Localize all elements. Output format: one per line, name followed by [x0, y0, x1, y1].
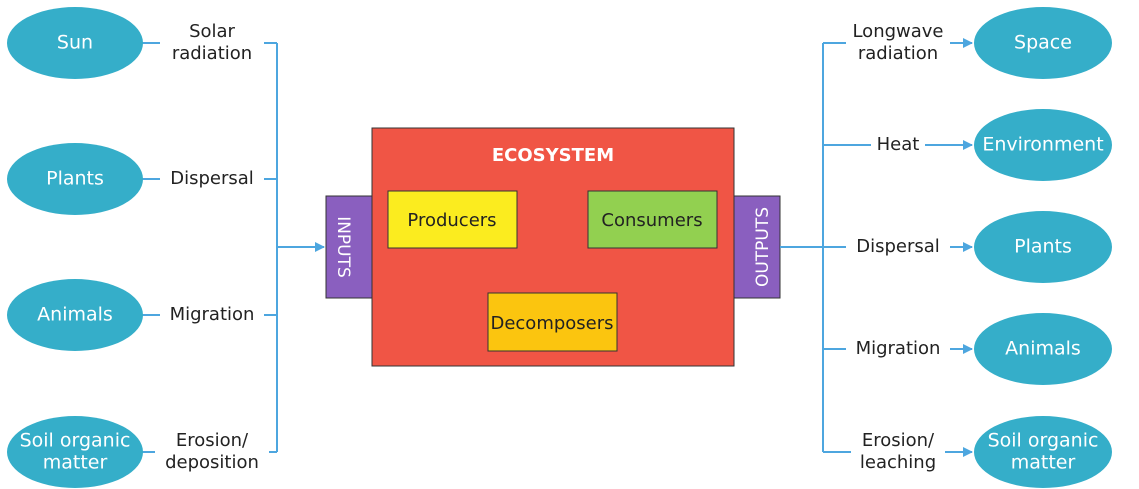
output-node-label: Plants: [1014, 236, 1072, 258]
input-node: [7, 143, 143, 215]
ecosystem-title: ECOSYSTEM: [492, 145, 614, 166]
output-node: [974, 416, 1112, 488]
decomposers-label: Decomposers: [490, 313, 613, 334]
output-flow-label: Erosion/leaching: [860, 430, 936, 473]
outputs-tab: [733, 195, 781, 299]
decomposers-box: [487, 292, 618, 352]
output-node: [974, 7, 1112, 79]
input-label-bg: [160, 19, 264, 67]
output-node-label: Environment: [982, 134, 1103, 156]
output-flow-label: Migration: [856, 338, 941, 359]
output-node: [974, 109, 1112, 181]
input-node-label: Animals: [37, 304, 113, 326]
input-node: [7, 416, 143, 488]
producers-label: Producers: [407, 210, 496, 231]
outputs-tab-label: OUTPUTS: [753, 207, 773, 287]
inputs-tab-label: INPUTS: [333, 216, 353, 278]
output-label-bg: [846, 336, 950, 362]
inputs-tab: [325, 195, 373, 299]
output-label-bg: [871, 132, 925, 158]
input-item: Migration Animals: [7, 279, 277, 351]
input-node: [7, 279, 143, 351]
producers-box: [387, 190, 518, 249]
output-node: [974, 313, 1112, 385]
input-flow-label: Erosion/deposition: [165, 430, 259, 473]
input-flow-label: Dispersal: [170, 168, 254, 189]
output-item: Heat Environment: [823, 109, 1112, 181]
input-label-bg: [160, 166, 264, 192]
output-flow-label: Dispersal: [856, 236, 940, 257]
output-item: Dispersal Plants: [823, 211, 1112, 283]
input-node: [7, 7, 143, 79]
output-label-bg: [846, 234, 950, 260]
input-label-bg: [160, 302, 264, 328]
output-flow-label: Heat: [877, 134, 920, 155]
input-flow-label: Migration: [170, 304, 255, 325]
output-item: Migration Animals: [823, 313, 1112, 385]
input-node-label: Plants: [46, 168, 104, 190]
output-label-bg: [851, 428, 945, 476]
output-node-label: Space: [1014, 32, 1072, 54]
consumers-label: Consumers: [601, 210, 702, 231]
output-node: [974, 211, 1112, 283]
consumers-box: [587, 190, 718, 249]
input-item: Dispersal Plants: [7, 143, 277, 215]
output-node-label: Animals: [1005, 338, 1081, 360]
input-label-bg: [155, 428, 269, 476]
output-label-bg: [846, 19, 950, 67]
input-node-label: Sun: [57, 32, 93, 54]
